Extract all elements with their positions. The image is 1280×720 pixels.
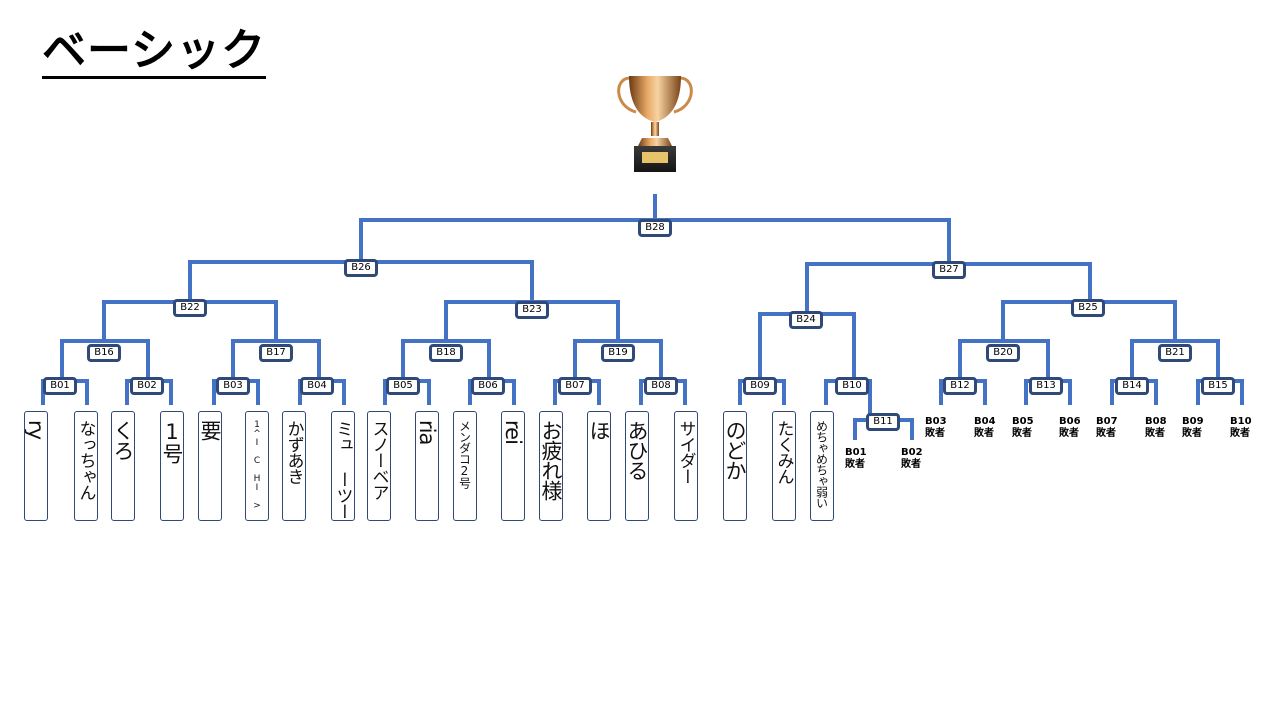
player-box: rei <box>501 411 525 521</box>
player-name: めちゃめちゃ弱い <box>814 420 829 508</box>
player-box: スノーベア <box>367 411 391 521</box>
match-label-b09: B09 <box>743 377 777 395</box>
player-name: 1号 <box>160 420 184 463</box>
player-name: ミュ ーツー <box>332 420 353 519</box>
match-label-b19: B19 <box>601 344 635 362</box>
match-label-b27: B27 <box>932 261 966 279</box>
match-label-b10: B10 <box>835 377 869 395</box>
loser-label: 敗者 <box>1145 428 1165 439</box>
loser-label: 敗者 <box>845 459 865 470</box>
match-label-b17: B17 <box>259 344 293 362</box>
match-label-b16: B16 <box>87 344 121 362</box>
match-label-b14: B14 <box>1115 377 1149 395</box>
player-box: たくみん <box>772 411 796 521</box>
page-title: ベーシック <box>42 26 267 79</box>
match-label-b12: B12 <box>943 377 977 395</box>
player-box: 1号 <box>160 411 184 521</box>
player-box: ほ <box>587 411 611 521</box>
match-label-b20: B20 <box>986 344 1020 362</box>
loser-match-id: B01 <box>845 447 867 458</box>
player-box: くろ <box>111 411 135 521</box>
loser-match-id: B04 <box>974 416 996 427</box>
player-name: のどか <box>723 420 747 480</box>
player-box: めちゃめちゃ弱い <box>810 411 834 521</box>
loser-match-id: B07 <box>1096 416 1118 427</box>
player-name: お疲れ様 <box>539 420 563 500</box>
match-label-b25: B25 <box>1071 299 1105 317</box>
match-label-b07: B07 <box>558 377 592 395</box>
match-label-b26: B26 <box>344 259 378 277</box>
match-label-b18: B18 <box>429 344 463 362</box>
player-name: 要 <box>198 420 222 440</box>
match-label-b21: B21 <box>1158 344 1192 362</box>
player-box: あひる <box>625 411 649 521</box>
match-label-b24: B24 <box>789 311 823 329</box>
player-box: のどか <box>723 411 747 521</box>
match-label-b13: B13 <box>1029 377 1063 395</box>
match-label-b02: B02 <box>130 377 164 395</box>
match-label-b04: B04 <box>300 377 334 395</box>
match-label-b06: B06 <box>471 377 505 395</box>
player-box: ry <box>24 411 48 521</box>
player-box: 1^I C HI > <box>245 411 269 521</box>
player-box: メンダコ2号 <box>453 411 477 521</box>
match-label-b03: B03 <box>216 377 250 395</box>
loser-label: 敗者 <box>1096 428 1116 439</box>
loser-match-id: B05 <box>1012 416 1034 427</box>
loser-label: 敗者 <box>901 459 921 470</box>
loser-match-id: B09 <box>1182 416 1204 427</box>
player-name: くろ <box>111 420 135 460</box>
match-label-b22: B22 <box>173 299 207 317</box>
match-label-b05: B05 <box>386 377 420 395</box>
player-box: サイダー <box>674 411 698 521</box>
loser-match-id: B08 <box>1145 416 1167 427</box>
player-name: サイダー <box>675 420 696 484</box>
player-name: あひる <box>625 420 649 480</box>
loser-match-id: B02 <box>901 447 923 458</box>
loser-label: 敗者 <box>1182 428 1202 439</box>
player-name: ria <box>415 420 439 445</box>
player-name: なっちゃん <box>75 420 96 500</box>
player-name: rei <box>501 420 525 444</box>
match-label-b28: B28 <box>638 219 672 237</box>
match-label-b11: B11 <box>866 413 900 431</box>
player-box: なっちゃん <box>74 411 98 521</box>
player-name: ほ <box>587 420 611 440</box>
player-name: スノーベア <box>368 420 389 500</box>
match-label-b08: B08 <box>644 377 678 395</box>
loser-match-id: B03 <box>925 416 947 427</box>
player-name: たくみん <box>773 420 794 484</box>
player-box: お疲れ様 <box>539 411 563 521</box>
loser-label: 敗者 <box>1230 428 1250 439</box>
loser-label: 敗者 <box>974 428 994 439</box>
player-box: かずあき <box>282 411 306 521</box>
player-name: かずあき <box>283 420 304 484</box>
loser-label: 敗者 <box>1012 428 1032 439</box>
match-label-b15: B15 <box>1201 377 1235 395</box>
player-name: ry <box>24 420 48 440</box>
loser-label: 敗者 <box>925 428 945 439</box>
match-label-b23: B23 <box>515 301 549 319</box>
player-name: メンダコ2号 <box>457 420 472 488</box>
loser-label: 敗者 <box>1059 428 1079 439</box>
player-box: ria <box>415 411 439 521</box>
trophy-icon <box>612 72 698 176</box>
player-box: ミュ ーツー <box>331 411 355 521</box>
loser-match-id: B10 <box>1230 416 1252 427</box>
loser-match-id: B06 <box>1059 416 1081 427</box>
match-label-b01: B01 <box>43 377 77 395</box>
player-box: 要 <box>198 411 222 521</box>
player-name: 1^I C HI > <box>252 420 262 510</box>
